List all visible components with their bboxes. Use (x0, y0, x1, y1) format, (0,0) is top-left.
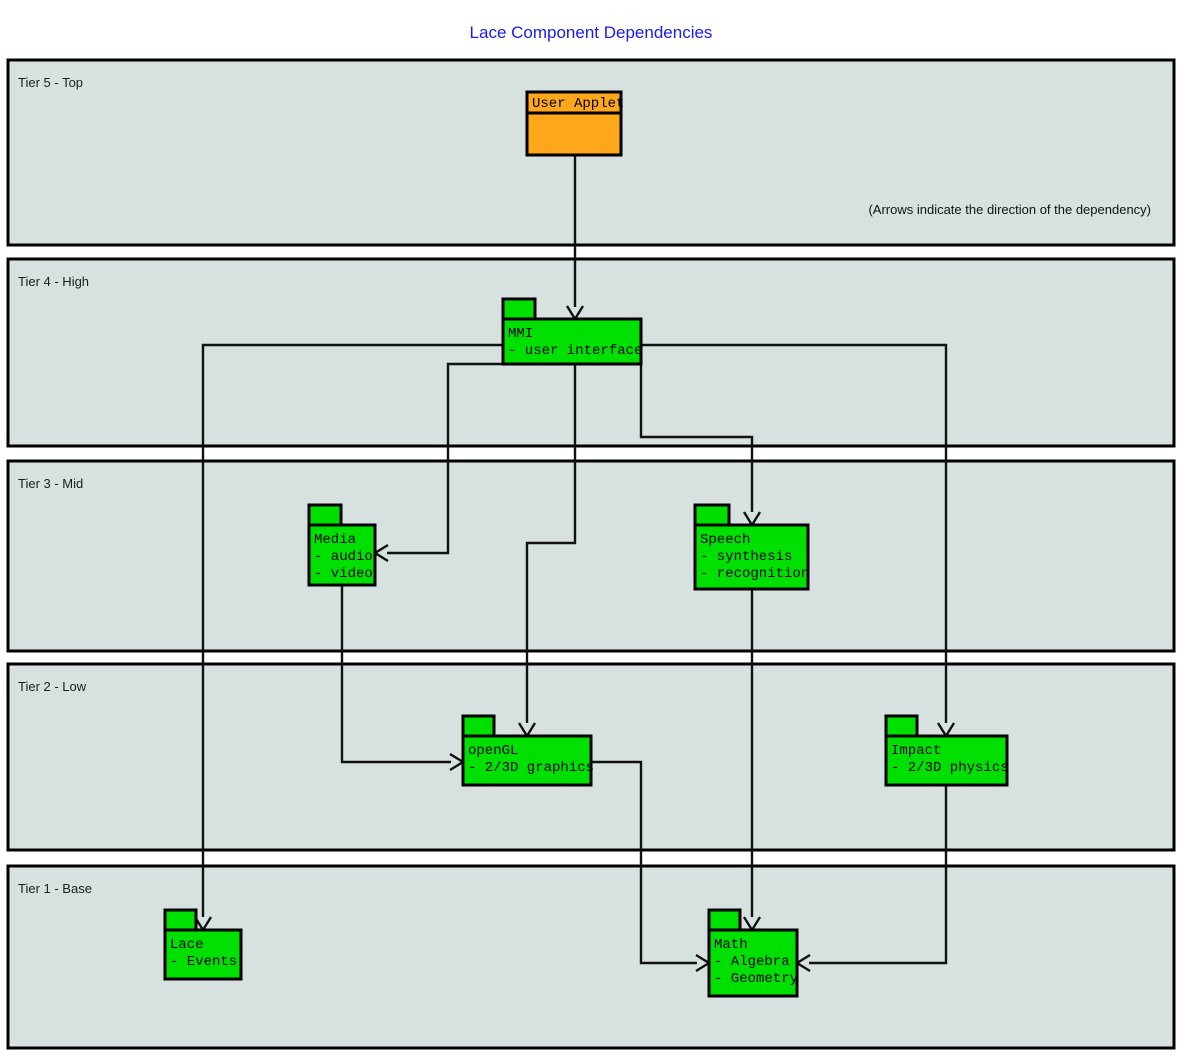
tier-label-tier5: Tier 5 - Top (18, 75, 83, 90)
package-body (307, 523, 377, 587)
package-detail-line: - synthesis (700, 549, 792, 565)
package-name: openGL (468, 743, 518, 759)
package-name: Impact (891, 743, 941, 759)
package-detail-line: - Events (170, 954, 237, 970)
package-name: MMI (508, 326, 533, 342)
edge-line (591, 760, 697, 965)
package-node-speech[interactable]: Speech- synthesis- recognition (693, 503, 810, 591)
package-node-mmi[interactable]: MMI- user interface (501, 297, 643, 366)
package-node-math[interactable]: Math- Algebra- Geometry (707, 908, 799, 998)
package-name: User Applet (532, 96, 624, 112)
package-detail-line: - Geometry (714, 971, 798, 987)
package-tab (461, 714, 496, 738)
package-name: Lace (170, 937, 204, 953)
edge-line (639, 364, 754, 512)
package-detail-line: - recognition (700, 566, 809, 582)
package-body (525, 111, 623, 157)
edge-line (387, 362, 503, 555)
edge-line (809, 785, 948, 965)
package-node-opengl[interactable]: openGL- 2/3D graphics (461, 714, 594, 787)
package-node-user-applet[interactable]: User Applet (525, 90, 624, 157)
package-name: Speech (700, 532, 750, 548)
package-detail-line: - audio (314, 549, 373, 565)
package-body (884, 734, 1009, 787)
arrows-note: (Arrows indicate the direction of the de… (868, 202, 1151, 217)
package-name: Media (314, 532, 356, 548)
edge-line (340, 585, 451, 764)
package-tab (307, 503, 343, 527)
tier-label-tier4: Tier 4 - High (18, 274, 89, 289)
package-body (693, 523, 810, 591)
package-tab (163, 908, 198, 932)
edge-line (641, 343, 948, 723)
package-tab (707, 908, 742, 932)
package-body (501, 317, 643, 366)
package-name: Math (714, 937, 748, 953)
package-tab (501, 297, 537, 321)
package-body (461, 734, 593, 787)
page-title: Lace Component Dependencies (470, 23, 713, 42)
package-node-lace[interactable]: Lace- Events (163, 908, 243, 981)
package-detail-line: - user interface (508, 343, 642, 359)
tier-label-tier3: Tier 3 - Mid (18, 476, 83, 491)
tier-label-tier2: Tier 2 - Low (18, 679, 87, 694)
edge-line (525, 364, 577, 723)
tier-band-tier3 (6, 459, 1176, 653)
package-node-media[interactable]: Media- audio- video (307, 503, 377, 587)
package-tab (884, 714, 919, 738)
package-body (163, 928, 243, 981)
package-detail-line: - 2/3D graphics (468, 760, 594, 776)
package-node-impact[interactable]: Impact- 2/3D physics (884, 714, 1009, 787)
package-tab (693, 503, 731, 527)
package-detail-line: - 2/3D physics (891, 760, 1009, 776)
tier-label-tier1: Tier 1 - Base (18, 881, 92, 896)
package-detail-line: - video (314, 566, 373, 582)
edge-line (201, 343, 503, 917)
package-detail-line: - Algebra (714, 954, 790, 970)
dependency-edges-group (193, 155, 956, 973)
package-body (707, 928, 799, 998)
